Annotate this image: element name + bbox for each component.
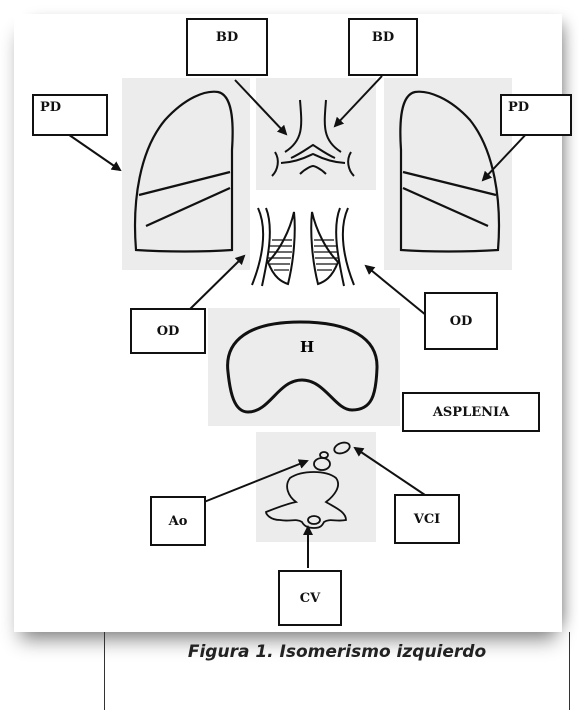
pd-left-label: PD [32,94,108,136]
ao-label: Ao [150,496,206,546]
asplenia-label: ASPLENIA [402,392,540,432]
bd-left-label: BD [186,18,268,76]
figure-caption: Figura 1. Isomerismo izquierdo [105,642,569,662]
bronchi-drawing [272,100,354,176]
vci-label: VCI [394,494,460,544]
od-left-label: OD [130,308,206,354]
caption-panel: Figura 1. Isomerismo izquierdo [104,632,570,710]
cv-label: CV [278,570,342,626]
atria-drawing [252,208,354,286]
pd-right-label: PD [500,94,572,136]
lung-right-drawing [400,92,499,252]
heart-drawing [228,322,377,412]
lung-left-drawing [135,92,233,252]
heart-label: H [300,338,314,356]
bd-right-label: BD [348,18,418,76]
od-right-label: OD [424,292,498,350]
vertebra-drawing [266,441,351,528]
